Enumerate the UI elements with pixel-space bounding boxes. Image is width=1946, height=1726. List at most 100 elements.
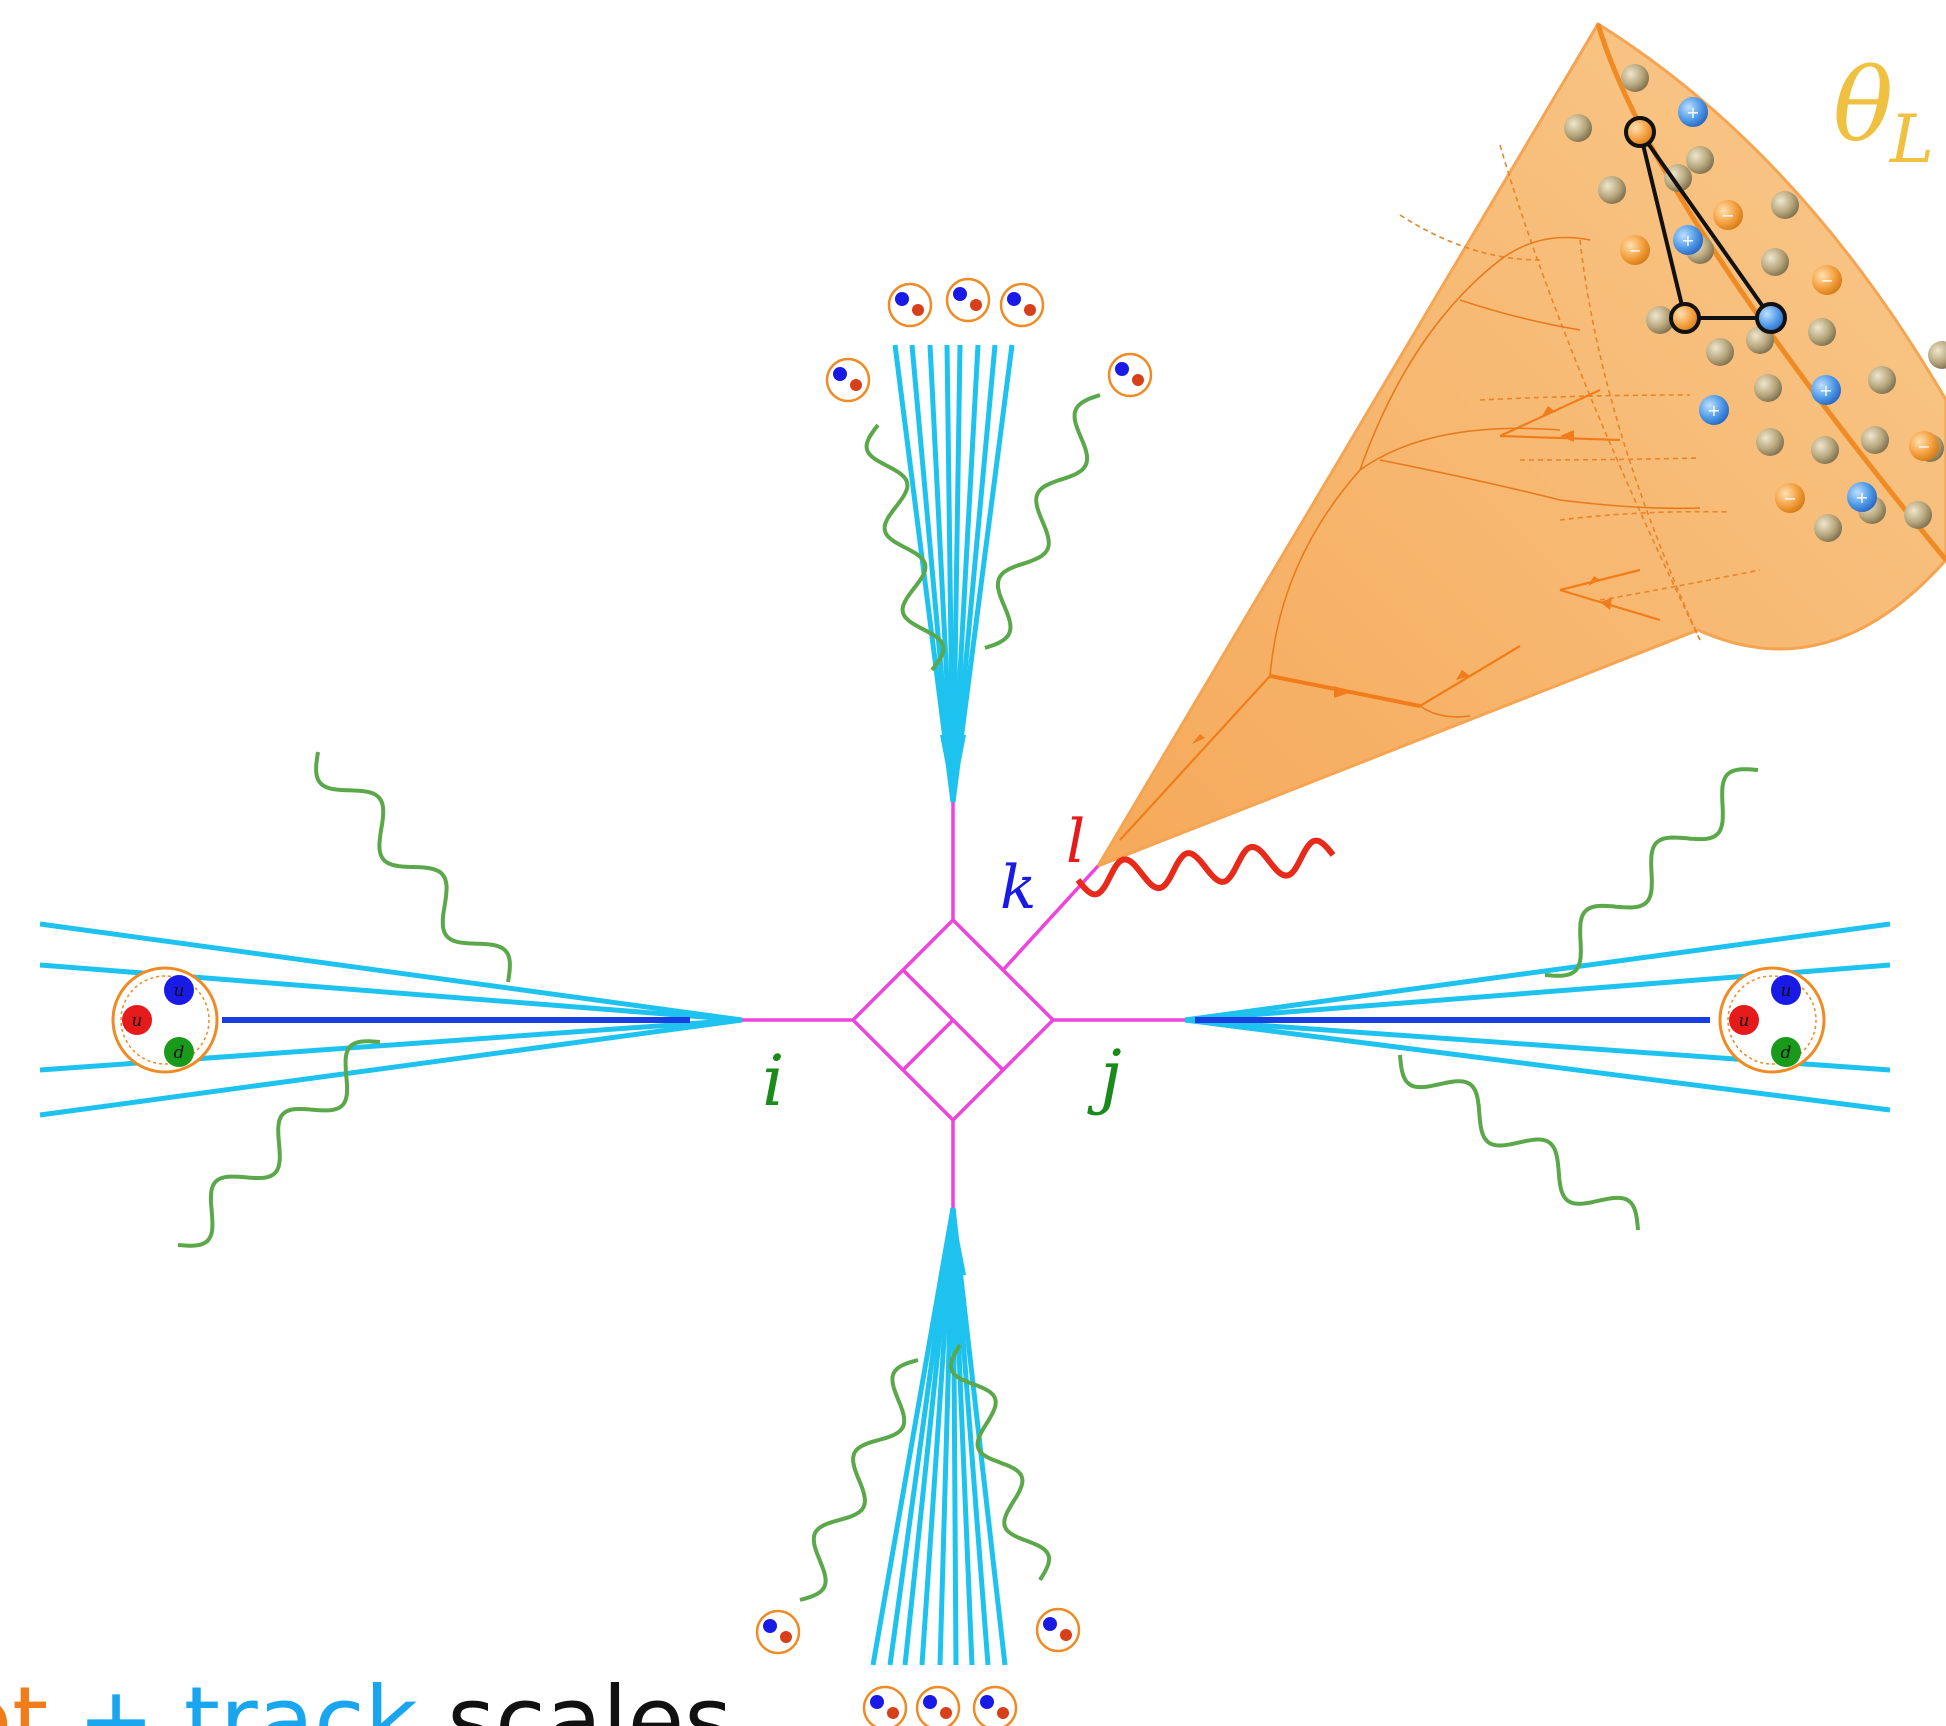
mini-quark-blue bbox=[895, 292, 909, 306]
minus-charge-label: − bbox=[1721, 206, 1734, 225]
neutral-hadron bbox=[1664, 164, 1692, 192]
proton: uud bbox=[1718, 966, 1826, 1074]
jet-track-line bbox=[950, 344, 1015, 803]
mini-quark-blue bbox=[980, 1695, 994, 1709]
jet-track-line bbox=[937, 1207, 956, 1666]
jet-core-up bbox=[940, 735, 966, 802]
neutral-hadron bbox=[1756, 428, 1784, 456]
mini-quark-blue bbox=[1043, 1617, 1057, 1631]
jet-track-line bbox=[927, 344, 956, 803]
quark-label: u bbox=[174, 981, 185, 1001]
caption-plus: + bbox=[48, 1667, 184, 1726]
mini-hadron bbox=[915, 1685, 961, 1726]
plus-charge-label: + bbox=[1855, 488, 1868, 507]
minus-charge-label: − bbox=[1917, 437, 1930, 456]
jet-track-line bbox=[950, 1207, 991, 1666]
mini-quark-red bbox=[850, 379, 862, 391]
negative-hadron bbox=[1713, 200, 1743, 230]
mini-quark-red bbox=[997, 1707, 1009, 1719]
photon-line bbox=[1075, 837, 1336, 898]
label-k: k bbox=[1000, 853, 1036, 923]
caption-track: track bbox=[184, 1667, 419, 1726]
gluon-cloud bbox=[120, 975, 210, 1065]
mini-hadron bbox=[825, 357, 871, 403]
mini-quark-blue bbox=[953, 287, 967, 301]
jet-track-line bbox=[870, 1207, 956, 1666]
gluon-wiggle bbox=[864, 423, 946, 672]
positive-hadron bbox=[1847, 482, 1877, 512]
gluon-curls bbox=[1269, 236, 1701, 718]
jet-track-line bbox=[919, 1207, 956, 1666]
mini-quark-blue bbox=[870, 1695, 884, 1709]
mini-quark-red bbox=[940, 1707, 952, 1719]
mini-quark-red bbox=[780, 1631, 792, 1643]
plus-charge-label: + bbox=[1819, 381, 1832, 400]
quark-u-blue bbox=[164, 975, 194, 1005]
mini-quark-blue bbox=[833, 367, 847, 381]
mini-hadron-outline bbox=[825, 357, 871, 403]
minus-charge-label: − bbox=[1783, 489, 1796, 508]
quark-label: d bbox=[174, 1043, 185, 1063]
neutral-hadron bbox=[1904, 501, 1932, 529]
plus-charge-label: + bbox=[1707, 401, 1720, 420]
mini-hadron-outline bbox=[945, 277, 991, 323]
neutral-hadron bbox=[1868, 366, 1896, 394]
gluon-wiggle bbox=[1544, 767, 1759, 978]
theta-label: θ bbox=[1833, 47, 1893, 164]
mini-hadron-outline bbox=[999, 282, 1045, 328]
mini-quark-blue bbox=[763, 1619, 777, 1633]
quark-d-green bbox=[1771, 1037, 1801, 1067]
gluon-wiggle bbox=[948, 1343, 1052, 1582]
jet-cone bbox=[1094, 21, 1946, 869]
positive-hadron bbox=[1699, 395, 1729, 425]
neutral-hadron bbox=[1761, 248, 1789, 276]
soft-radiation bbox=[177, 393, 1759, 1602]
jet-track-line bbox=[950, 1207, 959, 1666]
neutral-hadron bbox=[1808, 318, 1836, 346]
neutral-hadron bbox=[1686, 146, 1714, 174]
neutral-hadron bbox=[1564, 114, 1592, 142]
mini-hadron-outline bbox=[1035, 1607, 1081, 1653]
caption-scales: scales bbox=[418, 1667, 732, 1726]
mini-hadron bbox=[999, 282, 1045, 328]
caption: jet + track scales bbox=[0, 1667, 732, 1726]
jet-track-line bbox=[1184, 921, 1891, 1023]
mini-quark-blue bbox=[1007, 292, 1021, 306]
quark-u-red bbox=[122, 1005, 152, 1035]
label-j: j bbox=[1087, 1035, 1122, 1117]
negative-hadron bbox=[1909, 431, 1939, 461]
positive-hadron bbox=[1811, 375, 1841, 405]
mini-quark-blue bbox=[1115, 362, 1129, 376]
quark-label: d bbox=[1781, 1043, 1792, 1063]
label-i: i bbox=[762, 1040, 784, 1122]
neutral-hadron bbox=[1928, 341, 1946, 369]
theta-subscript: L bbox=[1889, 101, 1934, 178]
mini-hadron-outline bbox=[887, 282, 933, 328]
positive-hadron bbox=[1673, 225, 1703, 255]
shower-arrows bbox=[1192, 406, 1612, 744]
quark-u-red bbox=[1729, 1005, 1759, 1035]
jet-tracks bbox=[39, 344, 1891, 1666]
gluon-wiggle bbox=[984, 393, 1101, 650]
final-state-hadron-icons bbox=[755, 277, 1153, 1726]
neutral-hadron bbox=[1771, 191, 1799, 219]
mini-hadron-outline bbox=[972, 1685, 1018, 1726]
negative-hadron bbox=[1775, 483, 1805, 513]
jet-track-line bbox=[39, 1017, 743, 1118]
mini-hadron bbox=[887, 282, 933, 328]
jet-track-line bbox=[950, 1207, 975, 1666]
minus-charge-label: − bbox=[1820, 271, 1833, 290]
mini-quark-red bbox=[1024, 304, 1036, 316]
mini-hadron bbox=[1035, 1607, 1081, 1653]
quark-d-green bbox=[164, 1037, 194, 1067]
minus-charge-label: − bbox=[1628, 241, 1641, 260]
neutral-hadron bbox=[1861, 426, 1889, 454]
gluon-wiggle bbox=[314, 751, 512, 983]
mini-quark-red bbox=[1060, 1629, 1072, 1641]
quark-label: u bbox=[132, 1011, 143, 1031]
mini-hadron bbox=[972, 1685, 1018, 1726]
gluon-wiggle bbox=[177, 1039, 381, 1248]
mini-quark-red bbox=[912, 304, 924, 316]
quark-label: u bbox=[1781, 981, 1792, 1001]
